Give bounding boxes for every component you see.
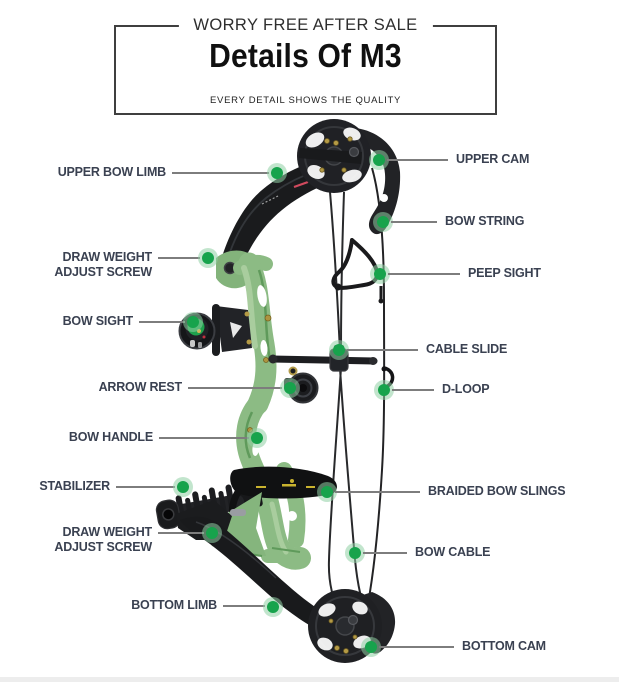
callout-line — [391, 221, 437, 223]
header-tagline: WORRY FREE AFTER SALE — [178, 16, 433, 35]
callout-line — [363, 552, 407, 554]
callout-line — [159, 437, 249, 439]
callout-label: CABLE SLIDE — [426, 342, 508, 356]
callout-line — [223, 605, 265, 607]
callout-line — [379, 646, 454, 648]
callout-label: BOTTOM LIMB — [131, 598, 217, 612]
callout-label: BOW HANDLE — [68, 430, 153, 444]
marker-dot — [373, 154, 385, 166]
callout-line — [388, 273, 460, 275]
marker-dot — [374, 268, 386, 280]
header-box: WORRY FREE AFTER SALE Details Of M3 EVER… — [114, 16, 497, 115]
marker-dot — [365, 641, 377, 653]
marker-dot — [251, 432, 263, 444]
callout-label: UPPER CAM — [456, 152, 530, 166]
callout-line — [158, 257, 200, 259]
marker-dot — [377, 216, 389, 228]
callout-label: UPPER BOW LIMB — [57, 165, 167, 179]
callout-label: PEEP SIGHT — [468, 266, 541, 280]
marker-dot — [349, 547, 361, 559]
page-title: Details Of M3 — [209, 38, 402, 75]
callout-label: BOW CABLE — [415, 545, 491, 559]
callout-label: BOTTOM CAM — [462, 639, 546, 653]
callout-line — [158, 532, 204, 534]
callout-label: BOW STRING — [445, 214, 525, 228]
callout-line — [387, 159, 448, 161]
marker-dot — [271, 167, 283, 179]
callout-label: DRAW WEIGHT ADJUST SCREW — [54, 250, 152, 279]
callout-label: STABILIZER — [39, 479, 110, 493]
callout-label: BOW SIGHT — [62, 314, 134, 328]
marker-dot — [206, 527, 218, 539]
callout-label: ARROW REST — [98, 380, 183, 394]
section-divider — [0, 677, 619, 682]
bottom-cam-part — [308, 589, 396, 663]
marker-dot — [177, 481, 189, 493]
marker-dot — [267, 601, 279, 613]
marker-dot — [284, 382, 296, 394]
callout-line — [335, 491, 420, 493]
marker-dot — [187, 316, 199, 328]
callout-line — [347, 349, 418, 351]
marker-dot — [333, 344, 345, 356]
callout-label: D-LOOP — [442, 382, 490, 396]
callout-label: BRAIDED BOW SLINGS — [428, 484, 566, 498]
marker-dot — [202, 252, 214, 264]
upper-cam-part — [297, 119, 401, 235]
callout-label: DRAW WEIGHT ADJUST SCREW — [54, 525, 152, 554]
callout-line — [139, 321, 185, 323]
callout-line — [116, 486, 175, 488]
callout-line — [172, 172, 269, 174]
callout-line — [392, 389, 434, 391]
marker-dot — [321, 486, 333, 498]
marker-dot — [378, 384, 390, 396]
header-subtitle: EVERY DETAIL SHOWS THE QUALITY — [210, 95, 401, 106]
callout-line — [188, 387, 282, 389]
